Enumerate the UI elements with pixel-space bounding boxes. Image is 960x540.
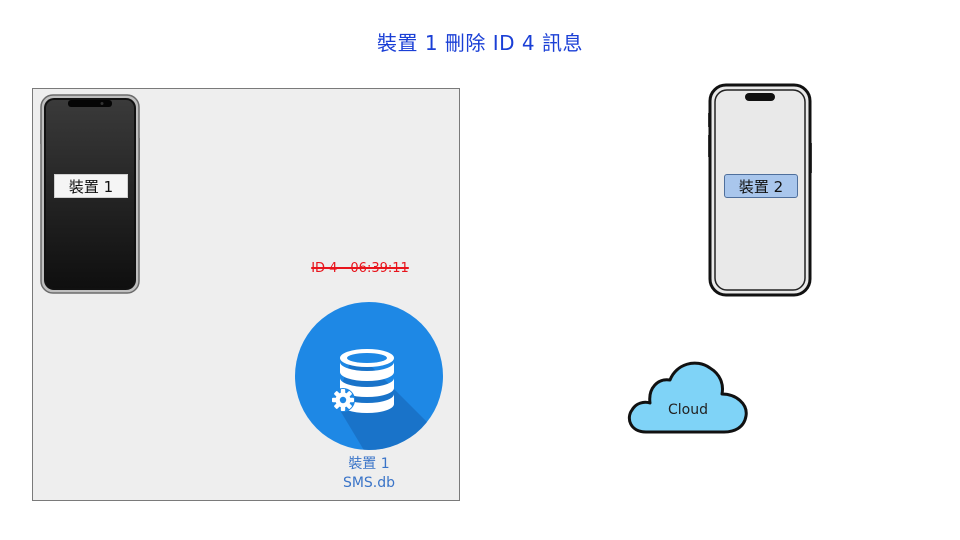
database-gear-icon [295,302,443,450]
device2-label: 裝置 2 [724,174,798,198]
deleted-message-label: ID 4 - 06:39:11 [311,261,409,276]
device1-label: 裝置 1 [54,174,128,198]
cloud-icon [627,361,748,434]
cloud-label: Cloud [668,402,708,418]
diagram-title: 裝置 1 刪除 ID 4 訊息 [376,31,584,55]
database-caption: 裝置 1 SMS.db [305,455,433,493]
database-caption-filename: SMS.db [342,475,396,491]
database-caption-device: 裝置 1 [348,456,390,472]
